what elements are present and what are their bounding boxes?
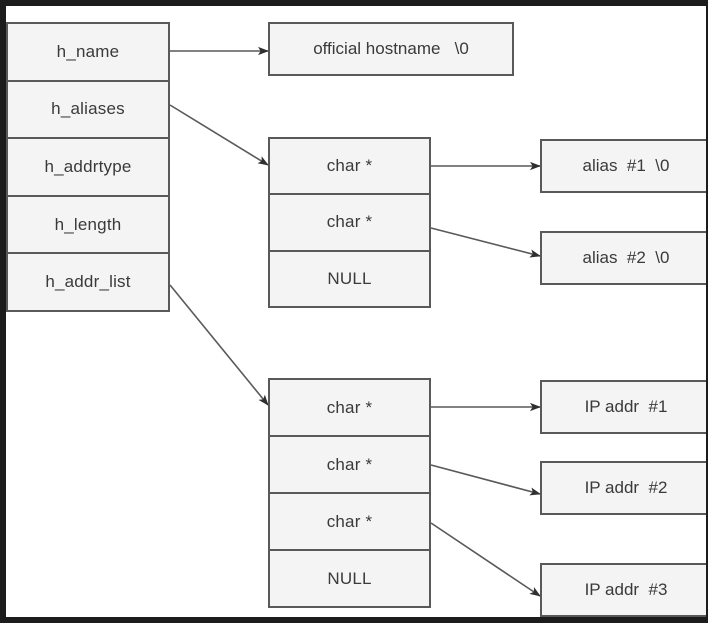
alias-array-slot-null: NULL (270, 249, 429, 306)
arrow-aliasptr2-to-alias2 (430, 227, 541, 258)
addr-array-slot-0: char * (326, 397, 373, 417)
struct-field-h-name: h_name (56, 41, 120, 61)
hostent-struct-box: h_name h_aliases h_addrtype h_length h_a… (6, 22, 170, 312)
struct-field-h-aliases: h_aliases (8, 79, 168, 138)
alias-array-slot-0: char * (326, 156, 373, 176)
addr-array-slot-2: char * (270, 492, 429, 549)
arrow-haddrlist-to-addr-array (169, 284, 269, 406)
ip-address-box-3: IP addr #3 (540, 563, 706, 617)
addr-pointer-array-box: char * char * char * NULL (268, 378, 431, 608)
arrow-addrptr3-to-ip3 (430, 522, 541, 597)
arrow-haliases-to-alias-array (169, 104, 269, 166)
addr-array-slot-1: char * (270, 435, 429, 492)
addr-array-slot-null: NULL (270, 549, 429, 606)
ip-address-box-2: IP addr #2 (540, 461, 706, 515)
diagram-paper: h_name h_aliases h_addrtype h_length h_a… (6, 6, 706, 617)
alias-array-slot-1: char * (270, 193, 429, 249)
struct-field-h-length: h_length (8, 194, 168, 253)
alias-string-box-2: alias #2 \0 (540, 231, 706, 285)
struct-field-h-addrtype: h_addrtype (8, 137, 168, 195)
alias-pointer-array-box: char * char * NULL (268, 137, 431, 308)
ip-address-box-1: IP addr #1 (540, 380, 706, 434)
official-hostname-box: official hostname \0 (268, 22, 514, 76)
alias-string-box-1: alias #1 \0 (540, 139, 706, 193)
struct-field-h-addr-list: h_addr_list (8, 252, 168, 310)
arrow-addrptr2-to-ip2 (430, 464, 541, 496)
